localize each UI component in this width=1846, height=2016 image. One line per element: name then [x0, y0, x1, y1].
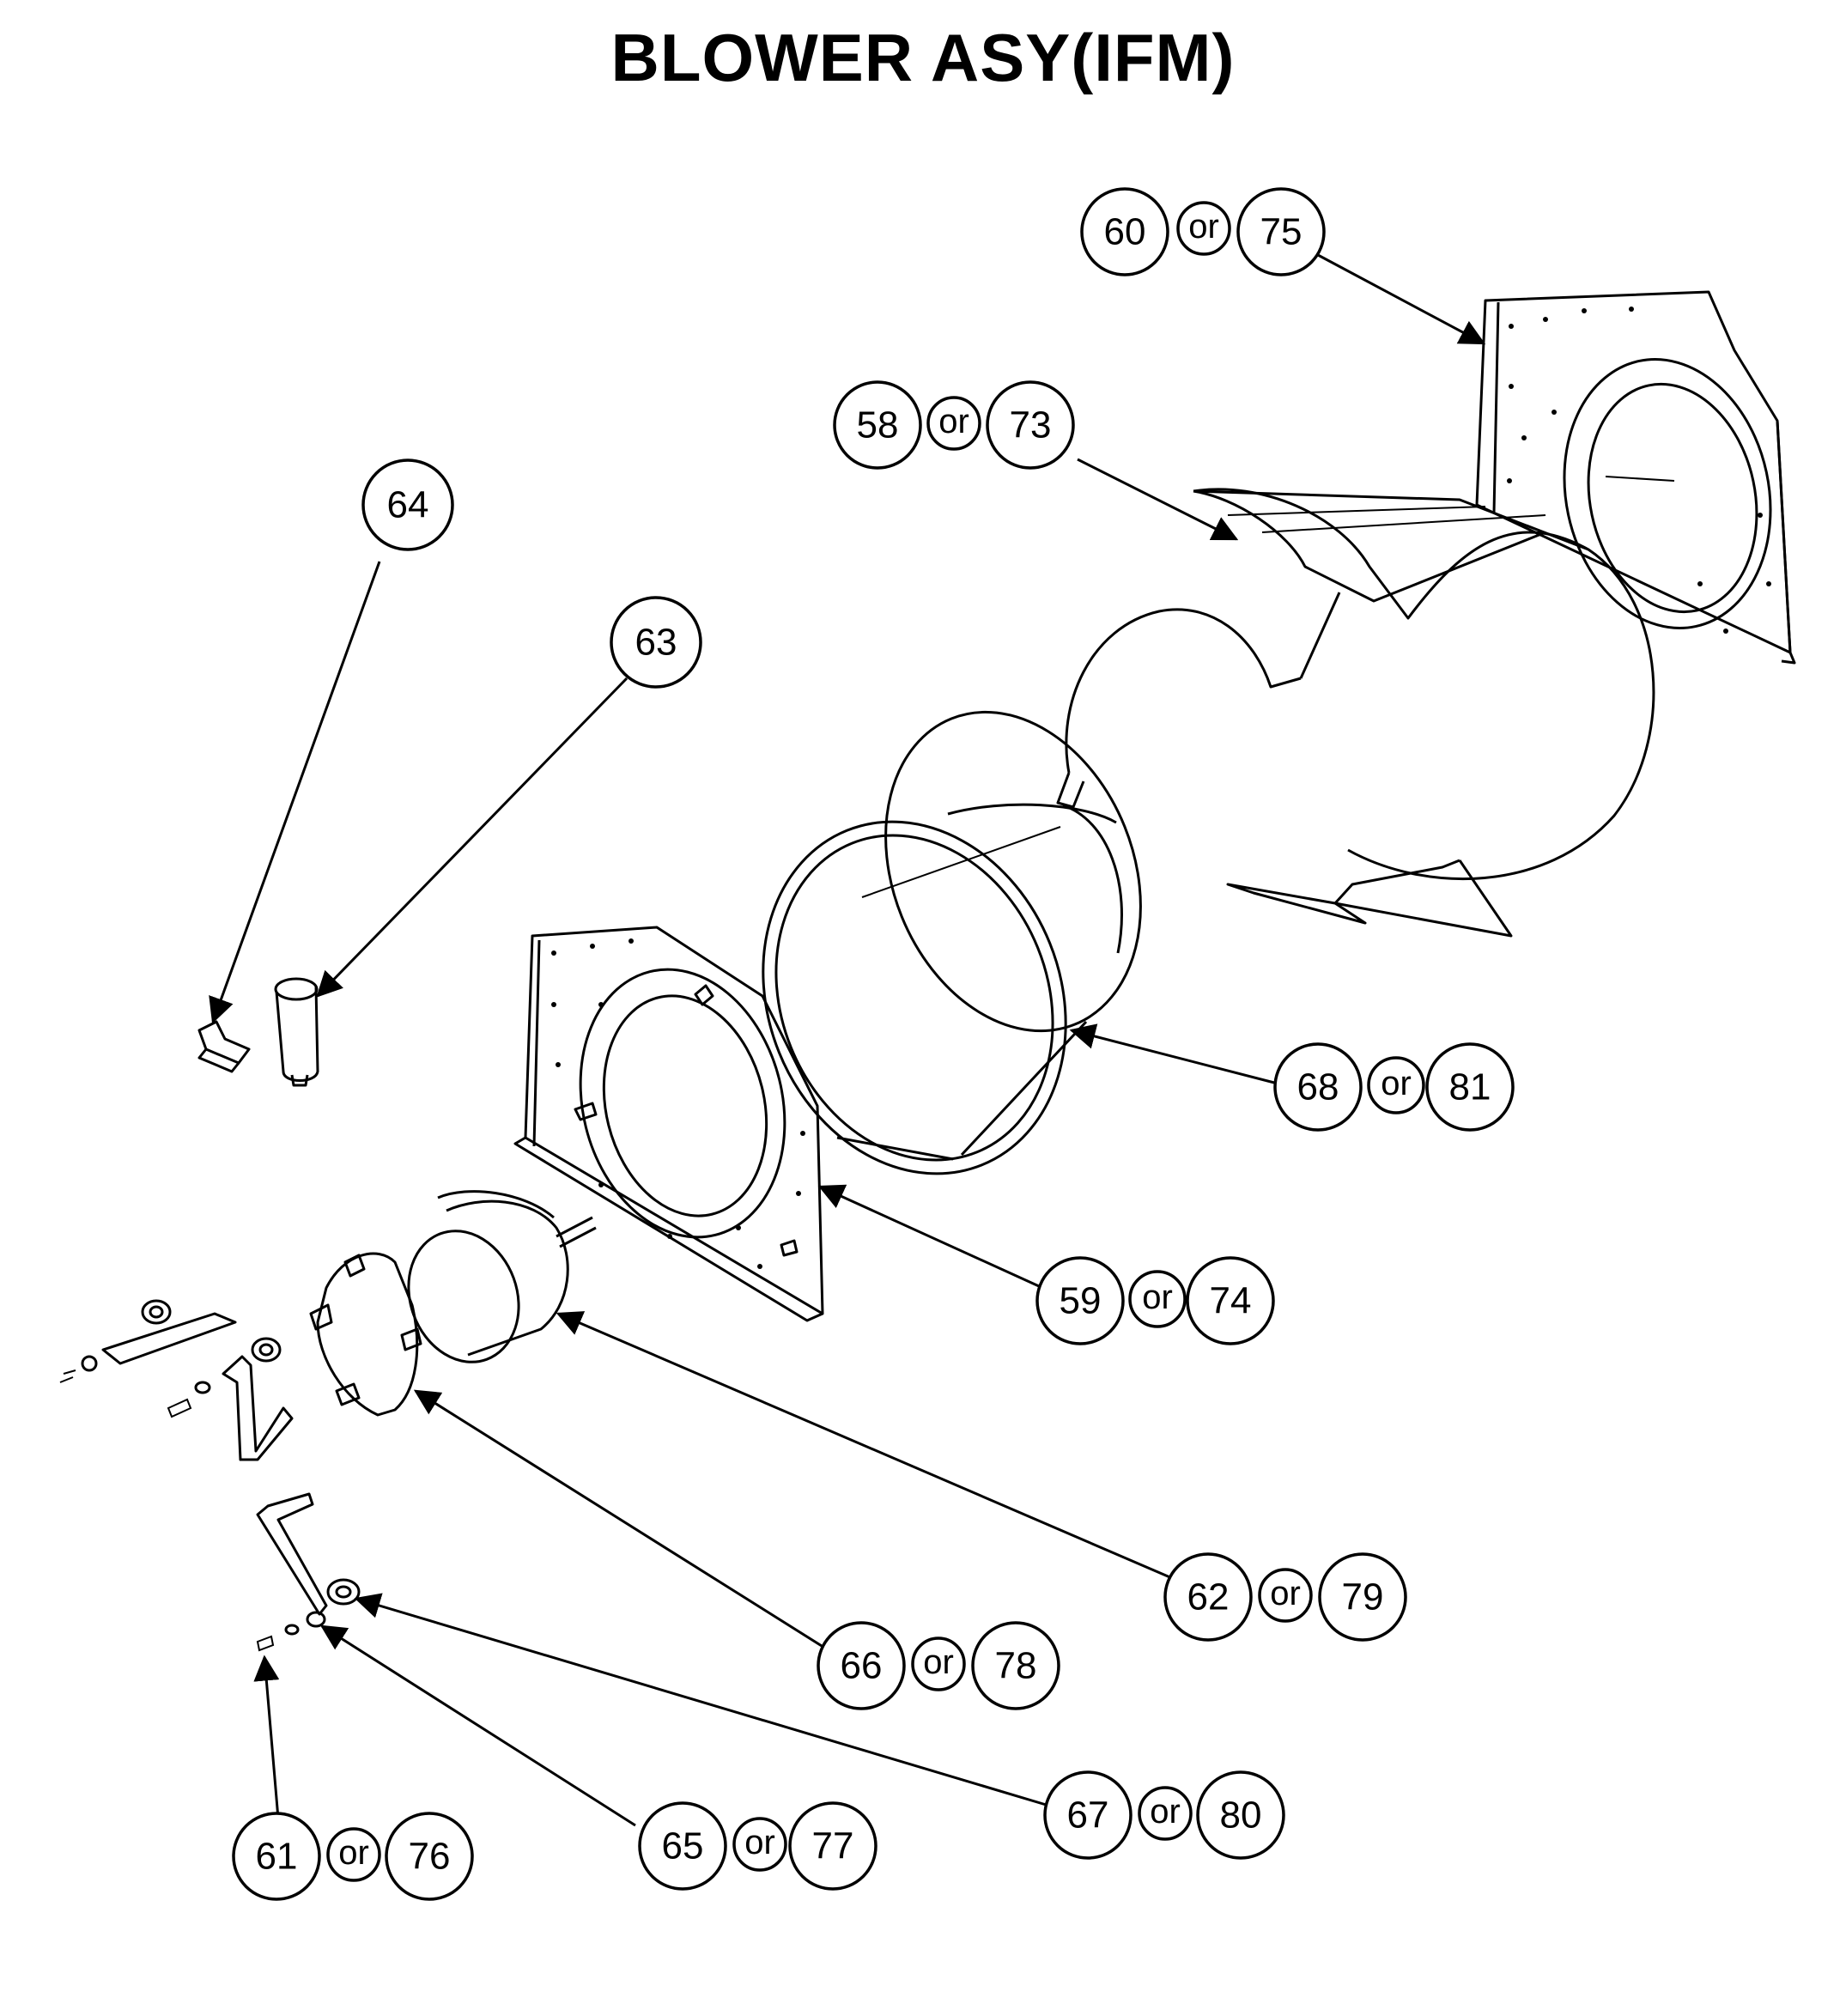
mounting-hardware-part: [59, 1299, 361, 1652]
housing-scroll-part: [1056, 488, 1655, 938]
callout-or: or: [1381, 1065, 1412, 1102]
leader-lines: [209, 253, 1486, 1827]
callout-number: 61: [256, 1836, 298, 1878]
callout-number: 77: [812, 1825, 854, 1867]
callout-or: or: [1150, 1793, 1181, 1831]
callout-64: 64: [361, 458, 454, 551]
callout-number: 60: [1104, 211, 1146, 253]
callout-or: or: [923, 1643, 954, 1681]
callout-number: 68: [1297, 1066, 1339, 1108]
callout-number: 80: [1220, 1794, 1262, 1837]
motor-part: [407, 1190, 597, 1363]
callout-62-or-79: 62 or 79: [1163, 1552, 1407, 1642]
callout-number: 64: [387, 484, 429, 526]
callout-number: 73: [1010, 404, 1052, 446]
callout-number: 62: [1187, 1576, 1230, 1618]
callout-60-or-75: 60 or 75: [1080, 187, 1326, 276]
diagram-title: BLOWER ASY(IFM): [610, 20, 1236, 95]
callout-number: 59: [1060, 1280, 1102, 1322]
callout-or: or: [338, 1834, 369, 1872]
callout-or: or: [1142, 1278, 1173, 1316]
callout-or: or: [1188, 208, 1219, 246]
callout-or: or: [744, 1824, 775, 1861]
callout-number: 78: [995, 1645, 1037, 1687]
callout-number: 74: [1210, 1280, 1252, 1322]
motor-mount-ring-part: [309, 1252, 422, 1417]
callout-number: 65: [662, 1825, 704, 1867]
callout-65-or-77: 65 or 77: [638, 1801, 877, 1891]
callout-number: 63: [635, 622, 677, 664]
callout-67-or-80: 67 or 80: [1043, 1770, 1285, 1860]
callout-number: 67: [1067, 1794, 1109, 1837]
callout-number: 66: [841, 1645, 883, 1687]
callout-59-or-74: 59 or 74: [1035, 1256, 1275, 1345]
callout-or: or: [938, 403, 969, 440]
capacitor-part: [274, 977, 319, 1087]
callout-or: or: [1270, 1575, 1301, 1612]
callout-68-or-81: 68 or 81: [1273, 1042, 1515, 1132]
callout-number: 76: [409, 1836, 451, 1878]
callout-58-or-73: 58 or 73: [833, 380, 1075, 470]
callout-66-or-78: 66 or 78: [817, 1621, 1060, 1710]
callout-number: 58: [857, 404, 899, 446]
front-side-plate-part: [513, 926, 824, 1322]
callout-number: 79: [1342, 1576, 1384, 1618]
callout-number: 81: [1449, 1066, 1491, 1108]
callout-61-or-76: 61 or 76: [232, 1812, 474, 1901]
callout-number: 75: [1260, 211, 1303, 253]
callout-63: 63: [610, 596, 702, 689]
clip-part: [197, 1020, 251, 1073]
rear-side-plate-part: [1475, 290, 1796, 665]
